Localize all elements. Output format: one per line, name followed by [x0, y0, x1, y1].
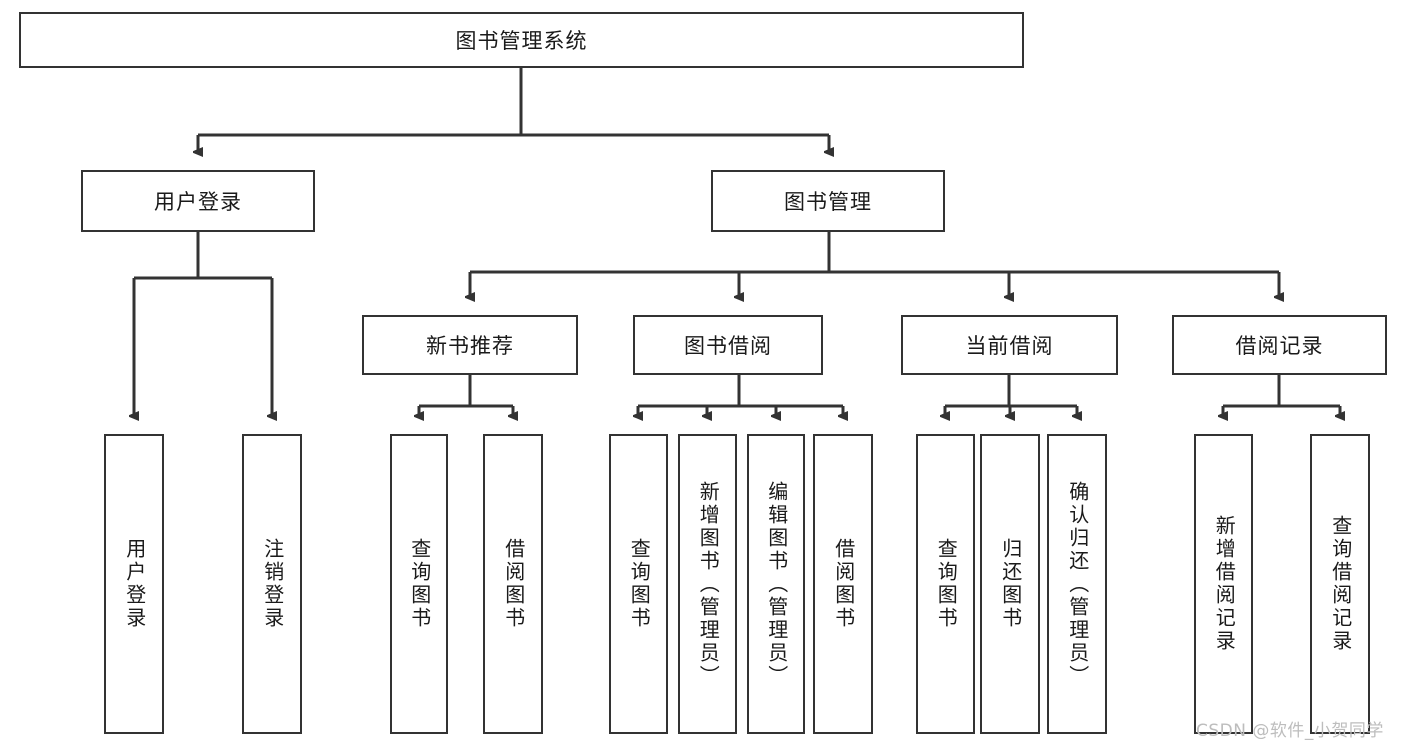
- node-leaf-query-borrow-record[interactable]: 查询借阅记录: [1310, 434, 1370, 734]
- node-leaf-add-borrow-record[interactable]: 新增借阅记录: [1194, 434, 1253, 734]
- node-leaf-borrow-book-2-label: 借阅图书: [831, 538, 856, 630]
- node-leaf-query-book-3-label: 查询图书: [934, 538, 959, 630]
- node-book-management-label: 图书管理: [784, 190, 872, 214]
- node-borrow-record[interactable]: 借阅记录: [1172, 315, 1387, 375]
- node-leaf-borrow-book-1[interactable]: 借阅图书: [483, 434, 543, 734]
- node-leaf-edit-book-admin[interactable]: 编辑图书（管理员）: [747, 434, 805, 734]
- node-root-label: 图书管理系统: [455, 29, 588, 53]
- node-leaf-query-book-3[interactable]: 查询图书: [916, 434, 975, 734]
- node-leaf-edit-book-admin-label: 编辑图书（管理员）: [764, 480, 789, 688]
- node-user-login[interactable]: 用户登录: [81, 170, 315, 232]
- node-leaf-add-book-admin[interactable]: 新增图书（管理员）: [678, 434, 737, 734]
- node-leaf-return-book-label: 归还图书: [998, 538, 1023, 630]
- node-book-borrow[interactable]: 图书借阅: [633, 315, 823, 375]
- node-leaf-query-book-2[interactable]: 查询图书: [609, 434, 668, 734]
- node-new-book-recommend-label: 新书推荐: [426, 334, 514, 358]
- node-leaf-user-login[interactable]: 用户登录: [104, 434, 164, 734]
- node-leaf-query-book-2-label: 查询图书: [627, 538, 652, 630]
- node-borrow-record-label: 借阅记录: [1235, 334, 1324, 358]
- node-leaf-user-login-label: 用户登录: [122, 538, 147, 630]
- node-book-management[interactable]: 图书管理: [711, 170, 945, 232]
- node-new-book-recommend[interactable]: 新书推荐: [362, 315, 578, 375]
- node-leaf-query-book-1-label: 查询图书: [407, 538, 432, 630]
- node-leaf-query-borrow-record-label: 查询借阅记录: [1328, 515, 1353, 653]
- node-leaf-user-logout[interactable]: 注销登录: [242, 434, 302, 734]
- node-leaf-return-book[interactable]: 归还图书: [980, 434, 1040, 734]
- node-leaf-user-logout-label: 注销登录: [260, 538, 285, 630]
- node-leaf-borrow-book-1-label: 借阅图书: [501, 538, 526, 630]
- node-leaf-add-book-admin-label: 新增图书（管理员）: [696, 480, 721, 688]
- node-current-borrow[interactable]: 当前借阅: [901, 315, 1118, 375]
- node-book-borrow-label: 图书借阅: [684, 334, 772, 358]
- node-leaf-borrow-book-2[interactable]: 借阅图书: [813, 434, 873, 734]
- node-current-borrow-label: 当前借阅: [965, 334, 1054, 358]
- node-root[interactable]: 图书管理系统: [19, 12, 1024, 68]
- node-leaf-confirm-return-label: 确认归还（管理员）: [1065, 480, 1090, 688]
- node-leaf-confirm-return[interactable]: 确认归还（管理员）: [1047, 434, 1107, 734]
- node-user-login-label: 用户登录: [154, 190, 242, 214]
- node-leaf-query-book-1[interactable]: 查询图书: [390, 434, 448, 734]
- node-leaf-add-borrow-record-label: 新增借阅记录: [1212, 515, 1237, 653]
